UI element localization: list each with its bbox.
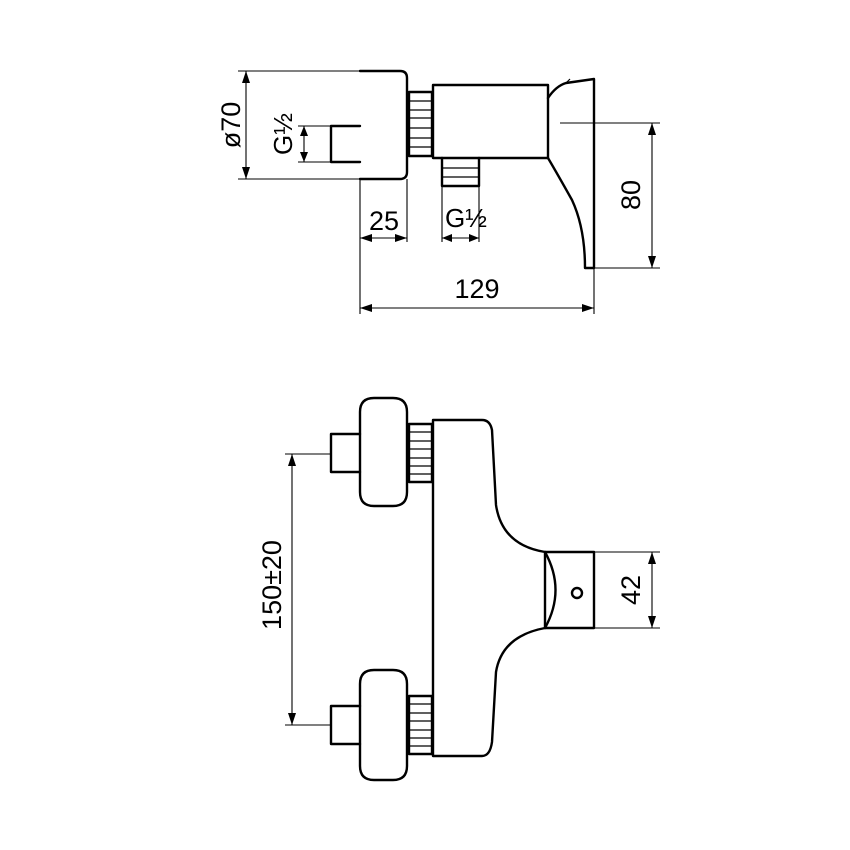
dim-height-label: 80 (616, 180, 646, 210)
top-hex-nut (407, 90, 434, 158)
dim-diameter: ø70 (216, 70, 360, 180)
dim-depth-label: 25 (369, 206, 399, 236)
dim-handle-height-label: 42 (616, 575, 646, 605)
front-lower-hex (407, 694, 434, 756)
top-lever (546, 77, 596, 270)
dim-total-length-label: 129 (454, 274, 499, 304)
top-outlet (440, 156, 481, 188)
dim-handle-height: 42 (594, 551, 660, 629)
front-upper-flange (358, 396, 409, 508)
dim-thread-bottom: G½ (441, 186, 487, 242)
dim-diameter-label: ø70 (216, 102, 246, 149)
top-view: ø70 G½ 25 G½ (216, 69, 660, 314)
front-mixer-body (431, 418, 547, 758)
dim-height: 80 (560, 122, 660, 269)
front-view: 150±20 42 (257, 396, 660, 782)
top-flange (358, 69, 409, 181)
dim-thread-left-label: G½ (268, 113, 298, 155)
top-pipe-stub (329, 124, 362, 164)
front-upper-stub (329, 432, 362, 474)
dim-spacing: 150±20 (257, 453, 331, 726)
front-lever-pin (570, 586, 584, 600)
dim-thread-bottom-label: G½ (445, 203, 487, 233)
dim-total-length: 129 (360, 268, 595, 314)
front-lever (543, 550, 596, 630)
front-upper-hex (407, 422, 434, 484)
top-mixer-body (431, 83, 550, 160)
front-lower-flange (358, 668, 409, 782)
front-lower-stub (329, 704, 362, 746)
dim-spacing-label: 150±20 (257, 540, 287, 630)
dim-thread-left: G½ (268, 113, 331, 163)
dim-depth: 25 (359, 179, 408, 314)
